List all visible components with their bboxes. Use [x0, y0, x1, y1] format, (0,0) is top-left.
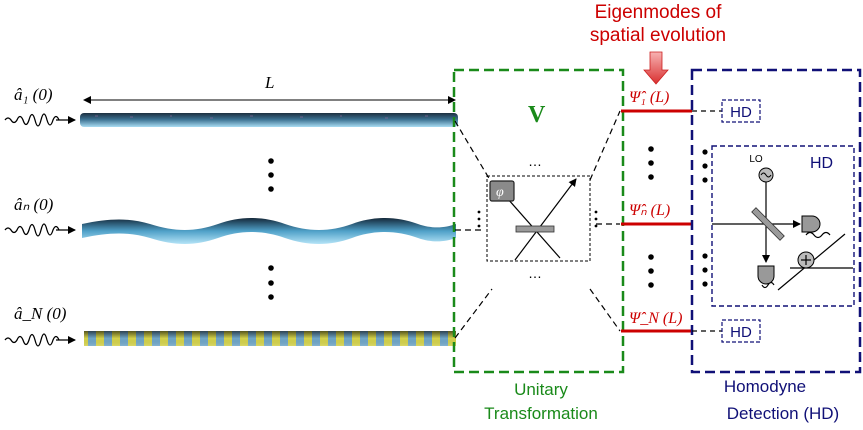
input-label-1: â₁ (0): [14, 85, 53, 104]
detection-box: [690, 68, 862, 374]
down-arrow-icon: [643, 51, 669, 85]
vertical-ellipsis: [268, 158, 274, 300]
eigenmodes-title-1: Eigenmodes of: [595, 2, 722, 23]
wave-packet-icon: [4, 223, 76, 237]
mapping-lines: [454, 110, 621, 339]
detector-links: [692, 110, 722, 332]
phase-shifter-icon: [489, 180, 515, 202]
fiber-n: [82, 218, 456, 244]
detection-caption-1: Homodyne: [724, 377, 806, 396]
input-label-N: â_N (0): [14, 304, 67, 323]
vertical-ellipsis: [648, 146, 654, 288]
photodetector-icon: [801, 215, 821, 233]
adder-plus: [801, 255, 811, 265]
hd-detail-box: [711, 145, 855, 307]
detection-caption-2: Detection (HD): [727, 404, 839, 423]
output-label-N: Ψ̂_N (L): [629, 310, 682, 327]
unitary-box: [452, 68, 625, 374]
beamsplitter-cell: [486, 175, 591, 262]
photodetector-icon: [757, 265, 775, 285]
fiber-1-speckle: [95, 115, 428, 119]
wave-packet-icon: [4, 113, 76, 127]
hd-beamsplitter-icon: [751, 207, 785, 241]
vertical-ellipsis: [702, 149, 708, 287]
input-label-n: âₙ (0): [14, 195, 54, 214]
hd-label-top: HD: [730, 104, 752, 121]
hd-box-top: [721, 99, 761, 123]
fiber-1: [80, 113, 458, 127]
beamsplitter-icon: [515, 225, 555, 233]
vertical-ellipsis: [477, 210, 598, 228]
fiber-N-shade: [84, 331, 456, 346]
lo-label: LO: [749, 154, 763, 165]
output-label-n: Ψ̂ₙ (L): [629, 202, 670, 219]
hd-box-bottom: [721, 319, 761, 343]
unitary-symbol: V: [528, 102, 546, 128]
output-label-1: Ψ̂₁ (L): [629, 89, 669, 106]
unitary-caption-2: Transformation: [484, 404, 598, 423]
ellipsis-bottom: …: [528, 265, 542, 281]
wave-packet-icon: [4, 333, 76, 347]
ellipsis-top: …: [528, 153, 542, 169]
hd-label-large: HD: [810, 155, 833, 172]
length-label: L: [264, 73, 274, 92]
eigenmodes-title-2: spatial evolution: [590, 25, 726, 46]
phase-symbol: φ: [496, 185, 504, 200]
output-lines: [621, 109, 692, 333]
lo-wave: [760, 172, 772, 178]
unitary-caption-1: Unitary: [514, 380, 568, 399]
hd-label-bottom: HD: [730, 324, 752, 341]
